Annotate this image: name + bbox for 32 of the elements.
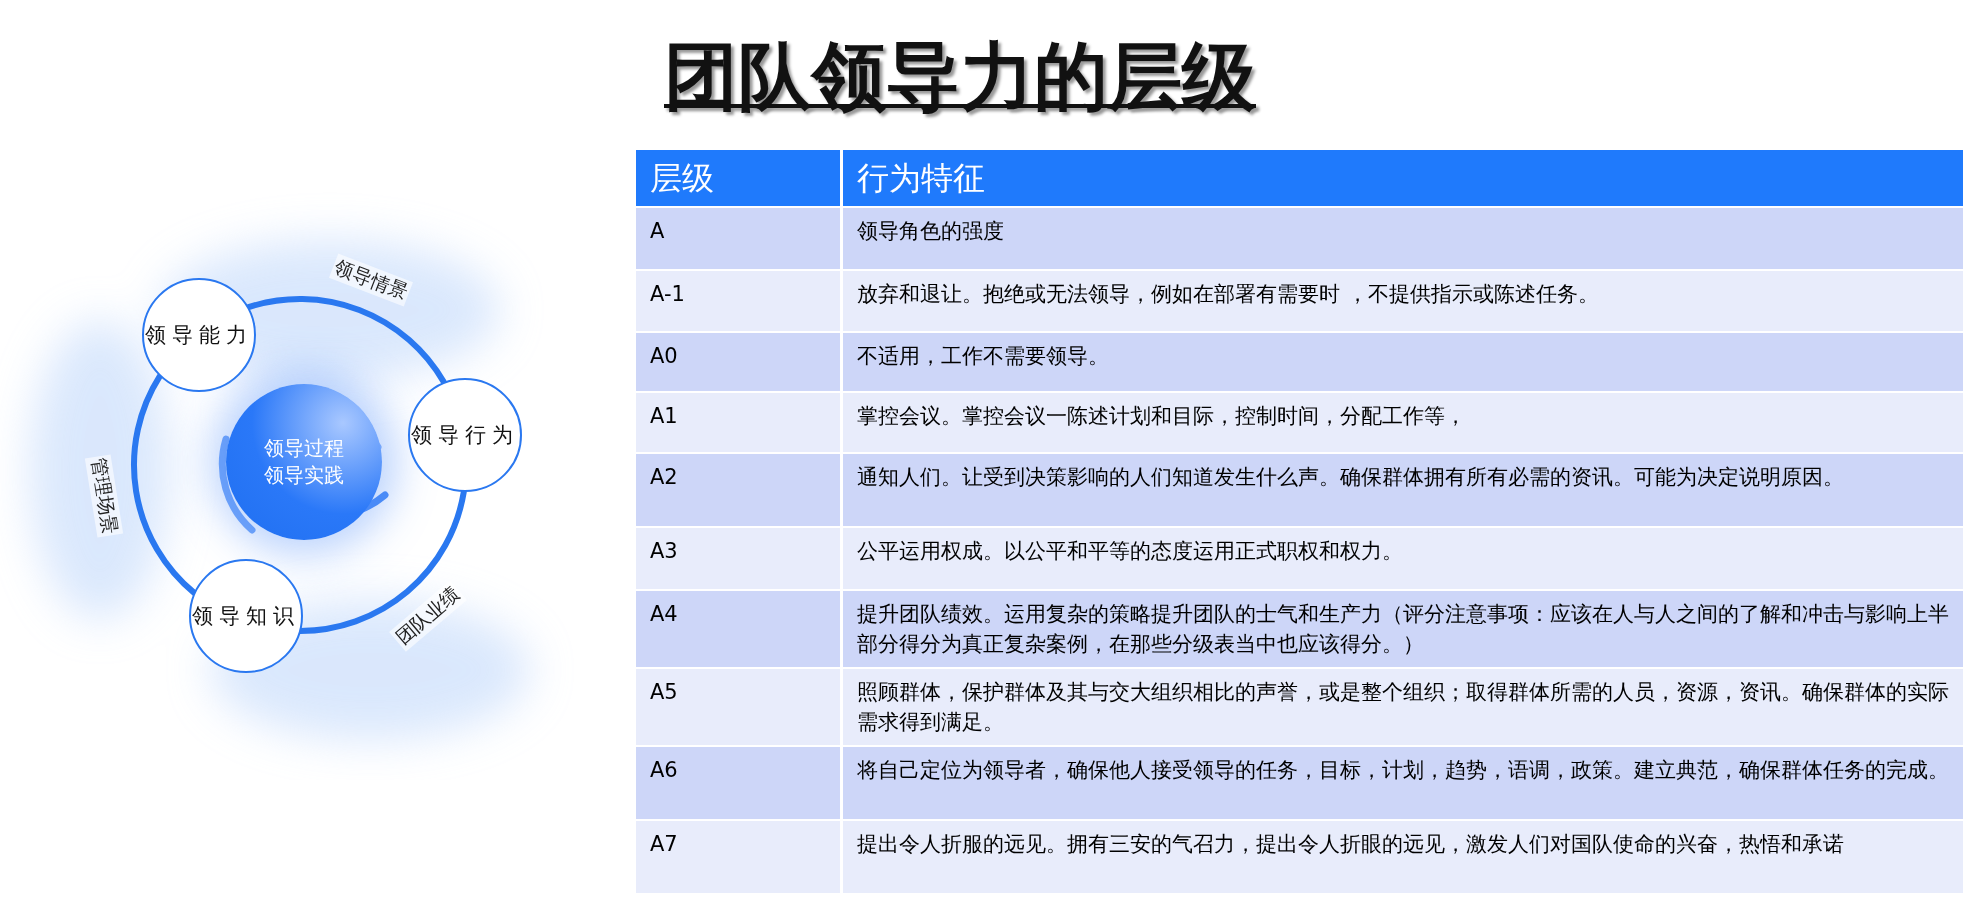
- node-label: 领导知识: [192, 603, 300, 630]
- table-cell: 公平运用权成。以公平和平等的态度运用正式职权和权力。: [841, 527, 1963, 590]
- node-label: 领导能力: [145, 322, 253, 349]
- node-label: 领导实践: [264, 462, 344, 489]
- table-cell: 提升团队绩效。运用复杂的策略提升团队的士气和生产力（评分注意事项：应该在人与人之间的了解和冲击与影响上半部分得分为真正复杂案例，在那些分级表当中也应该得分。）: [841, 590, 1963, 668]
- table-cell: A2: [634, 453, 842, 527]
- table-cell: A6: [634, 746, 842, 820]
- column-header: 行为特征: [841, 150, 1963, 207]
- table-cell: 掌控会议。掌控会议一陈述计划和目际，控制时间，分配工作等，: [841, 392, 1963, 453]
- table-cell: A1: [634, 392, 842, 453]
- table-cell: 放弃和退让。抱绝或无法领导，例如在部署有需要时 ，不提供指示或陈述任务。: [841, 270, 1963, 332]
- table-cell: 领导角色的强度: [841, 207, 1963, 270]
- table-cell: A7: [634, 820, 842, 894]
- table-cell: 照顾群体，保护群体及其与交大组织相比的声誉，或是整个组织；取得群体所需的人员，资源，资讯。确保群体的实际需求得到满足。: [841, 668, 1963, 746]
- table-cell: 将自己定位为领导者，确保他人接受领导的任务，目标，计划，趋势，语调，政策。建立典范，确保群体任务的完成。: [841, 746, 1963, 820]
- node-label: 领导过程: [264, 435, 344, 462]
- page-title: 团队领导力的层级: [664, 33, 1256, 119]
- node-label: 领导行为: [411, 422, 519, 449]
- edge-label: 领导情景: [328, 253, 413, 307]
- table-cell: A4: [634, 590, 842, 668]
- edge-label: 管理场景: [85, 454, 124, 538]
- arc-connector: [245, 296, 447, 385]
- column-header: 层级: [634, 150, 842, 207]
- table-cell: A-1: [634, 270, 842, 332]
- table-cell: A3: [634, 527, 842, 590]
- table-cell: A5: [634, 668, 842, 746]
- table-cell: A0: [634, 332, 842, 392]
- table-cell: 提出令人折服的远见。拥有三安的气召力，提出令人折眼的远见，激发人们对国队使命的兴奋，热悟和承诺: [841, 820, 1963, 894]
- table-cell: 通知人们。让受到决策影响的人们知道发生什么声。确保群体拥有所有必需的资讯。可能为决定说明原因。: [841, 453, 1963, 527]
- arc-connector: [131, 373, 198, 597]
- table-cell: 不适用，工作不需要领导。: [841, 332, 1963, 392]
- table-cell: A: [634, 207, 842, 270]
